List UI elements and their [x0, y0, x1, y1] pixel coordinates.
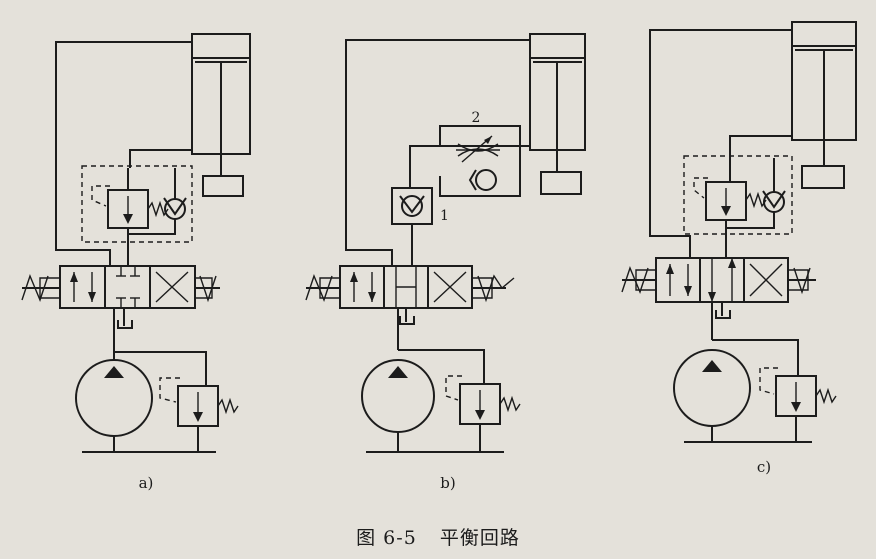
directional-valve-icon [621, 257, 816, 303]
hydraulic-cylinder-icon [529, 33, 586, 195]
hydraulic-cylinder-icon [791, 21, 857, 189]
figure-caption: 图 6-5 平衡回路 [0, 523, 876, 550]
check-valve-icon [391, 187, 433, 266]
panel-c: c) [621, 21, 857, 476]
relief-valve-icon [712, 339, 837, 442]
hydraulic-pump-icon [673, 349, 751, 442]
panel-b-label: b) [440, 474, 455, 492]
figure-title: 平衡回路 [439, 527, 520, 549]
relief-valve-icon [114, 351, 239, 452]
tank-icon [399, 308, 415, 325]
figure-number: 图 6-5 [356, 527, 417, 549]
sequence-valve-icon [81, 165, 193, 248]
hydraulic-pump-icon [75, 352, 153, 452]
check-valve-icon [726, 158, 786, 229]
relief-valve-icon [398, 349, 521, 452]
callout-1: 1 [440, 208, 449, 224]
panel-c-label: c) [757, 458, 771, 476]
sequence-valve-icon [683, 155, 793, 258]
panel-a: a) [21, 33, 251, 492]
tank-icon [117, 308, 133, 329]
hydraulic-pump-icon [361, 359, 435, 452]
callout-2: 2 [472, 110, 481, 126]
panel-b: 2 1 [305, 33, 586, 492]
hydraulic-cylinder-icon [191, 33, 251, 197]
directional-valve-icon [21, 265, 220, 309]
panel-a-label: a) [139, 474, 154, 492]
check-valve-icon [128, 168, 187, 235]
throttle-valve-icon [410, 125, 521, 197]
tank-icon [715, 302, 731, 319]
directional-valve-icon [305, 265, 515, 309]
